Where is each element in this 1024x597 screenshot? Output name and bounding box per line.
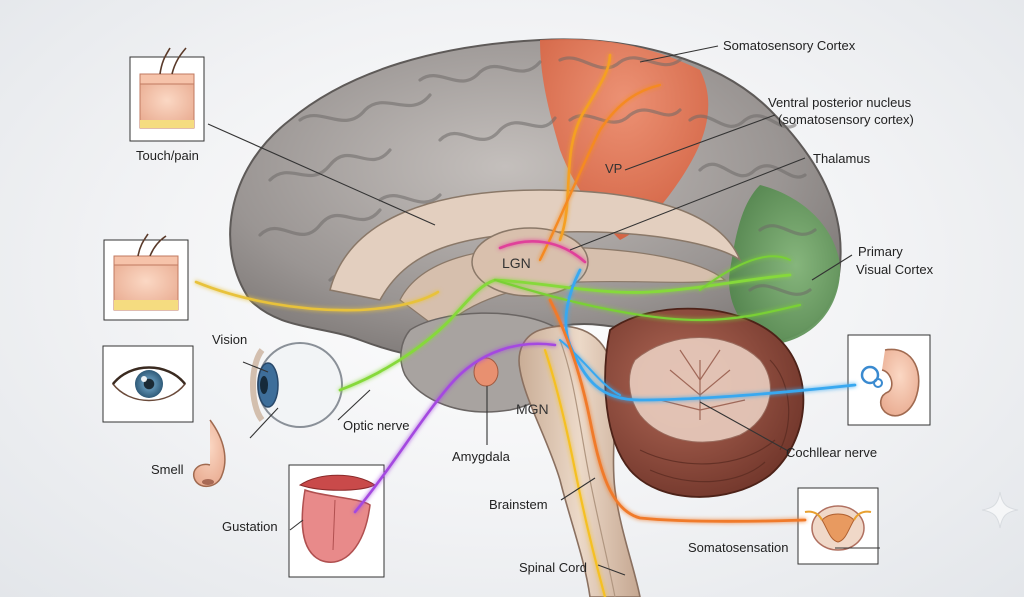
label-mgn: MGN	[516, 401, 549, 417]
gustation-pathway	[353, 342, 557, 514]
touch-pathway	[558, 53, 612, 242]
ear-icon	[879, 348, 920, 417]
label-spinal-cord: Spinal Cord	[519, 560, 587, 575]
label-vp: VP	[605, 161, 622, 176]
eye-iris-icon	[135, 370, 163, 398]
smell-pathway	[194, 280, 440, 312]
labels: Somatosensory Cortex Ventral posterior n…	[136, 38, 934, 575]
cerebrum	[229, 38, 842, 413]
amygdala-structure	[473, 357, 499, 387]
visual-cortex-region	[729, 185, 841, 345]
label-somatosensory-cortex: Somatosensory Cortex	[723, 38, 856, 53]
touch-skin-panel	[129, 47, 205, 142]
label-smell: Smell	[151, 462, 184, 477]
spinal-section-panel	[797, 487, 879, 565]
mouth-tongue-panel	[288, 464, 385, 578]
label-primary: Primary	[858, 244, 903, 259]
label-touch-pain: Touch/pain	[136, 148, 199, 163]
skin-panel-2	[103, 233, 189, 321]
label-ventral-posterior-2: (somatosensory cortex)	[778, 112, 914, 127]
auditory-pathway	[564, 268, 857, 402]
leader-lines	[207, 45, 880, 576]
ear-panel	[847, 334, 931, 426]
label-gustation: Gustation	[222, 519, 278, 534]
label-lgn: LGN	[502, 255, 531, 271]
somatosensory-cortex-region	[540, 39, 709, 240]
label-visual-cortex: Visual Cortex	[856, 262, 934, 277]
label-vision: Vision	[212, 332, 247, 347]
nose-icon	[193, 419, 226, 487]
tongue-icon	[301, 488, 371, 563]
cerebellum	[604, 307, 805, 498]
hair-icon	[159, 47, 187, 75]
sparkle-icon	[981, 491, 1019, 529]
eye-panel	[102, 345, 194, 423]
arbor-vitae	[659, 349, 746, 420]
vision-pathway	[338, 273, 792, 392]
label-optic-nerve: Optic nerve	[343, 418, 409, 433]
eyeball	[250, 342, 343, 428]
label-somatosensation: Somatosensation	[688, 540, 788, 555]
corpus-callosum	[329, 189, 742, 301]
label-amygdala: Amygdala	[452, 449, 511, 464]
label-thalamus: Thalamus	[813, 151, 871, 166]
label-cochlear-nerve: Cochllear nerve	[786, 445, 877, 460]
label-ventral-posterior-1: Ventral posterior nucleus	[768, 95, 912, 110]
spinal-pathway	[548, 298, 807, 523]
thalamic-pathway	[498, 240, 587, 264]
label-brainstem: Brainstem	[489, 497, 548, 512]
sensory-pathways	[194, 53, 857, 597]
